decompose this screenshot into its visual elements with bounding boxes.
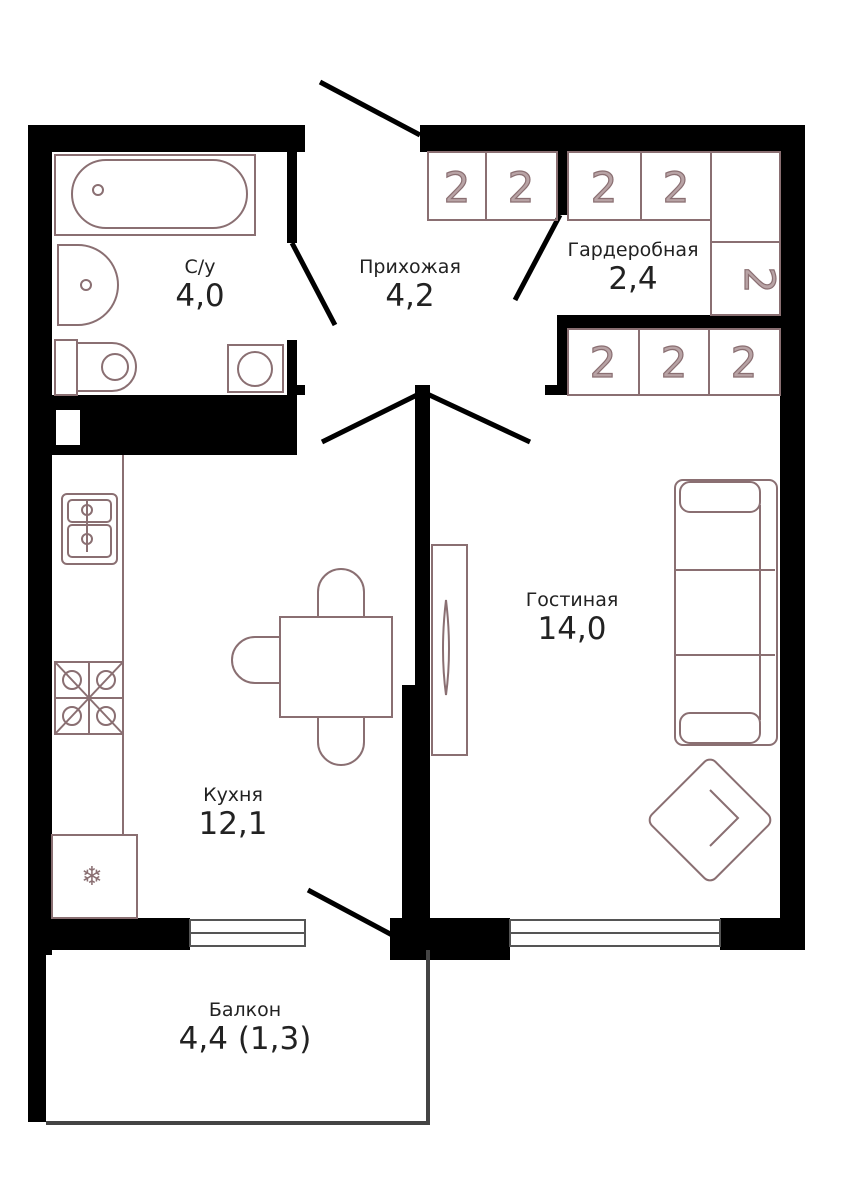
room-area: 4,0 [175,278,225,314]
room-name: Балкон [208,999,282,1021]
svg-text:2: 2 [661,338,688,387]
walls [28,125,805,1122]
windows [189,919,721,947]
armchair-icon [648,758,772,882]
svg-text:2: 2 [444,163,471,212]
room-label-bathroom: С/у 4,0 [175,256,224,314]
room-area: 14,0 [537,611,607,647]
kitchen-counter [51,455,138,919]
fridge-icon: ❄ [81,862,103,892]
wardrobe-shelves [427,151,781,396]
stove-icon [54,661,124,735]
svg-text:❄: ❄ [81,862,103,892]
svg-text:2: 2 [591,163,618,212]
svg-text:2: 2 [735,267,784,294]
dining-table-icon [231,568,393,766]
room-area: 12,1 [198,806,268,842]
doors [289,79,563,939]
room-area: 4,4 (1,3) [178,1021,312,1057]
room-name: Гардеробная [567,239,699,261]
room-name: Кухня [203,784,263,806]
room-name: Гостиная [525,589,619,611]
svg-text:2: 2 [590,338,617,387]
room-label-kitchen: Кухня 12,1 [198,784,267,842]
tv-stand-icon [431,544,468,756]
sink-double-icon [61,493,118,565]
washing-machine-icon [227,344,284,393]
room-name: С/у [184,256,216,278]
room-label-balcony: Балкон 4,4 (1,3) [179,999,312,1057]
balcony-outline [46,950,430,1125]
sofa-icon [674,479,778,746]
room-name: Прихожая [359,256,461,278]
room-label-living: Гостиная 14,0 [526,589,619,647]
svg-text:2: 2 [508,163,535,212]
toilet-icon [54,339,137,396]
svg-text:2: 2 [731,338,758,387]
room-area: 2,4 [608,261,658,297]
svg-text:2: 2 [663,163,690,212]
room-label-wardrobe: Гардеробная 2,4 [567,239,698,297]
sink-icon [57,244,119,326]
room-label-hallway: Прихожая 4,2 [359,256,461,314]
room-area: 4,2 [385,278,435,314]
bathtub-icon [54,154,256,236]
